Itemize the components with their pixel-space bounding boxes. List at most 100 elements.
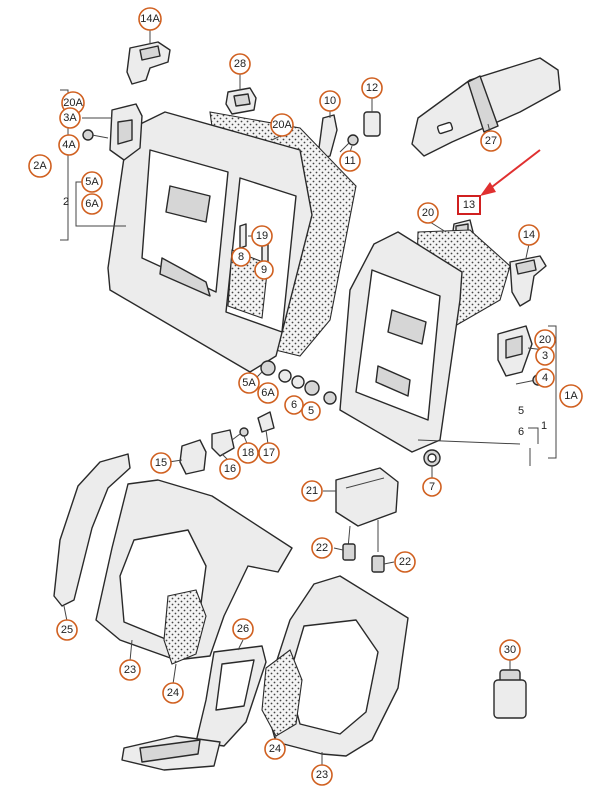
callout-label: 30 (504, 644, 516, 656)
callout-19: 19 (251, 225, 273, 247)
callout-label: 3A (63, 112, 77, 124)
callout-18: 18 (237, 442, 259, 464)
callout-label: 22 (399, 556, 411, 568)
leader-lines (63, 29, 546, 765)
callout-label: 20 (539, 334, 551, 346)
callout-label: 11 (344, 155, 355, 167)
part-18-screw (231, 427, 249, 441)
part-5-bushing (304, 380, 337, 405)
callout-label: 9 (261, 264, 267, 276)
callout-9: 9 (254, 260, 274, 280)
callout-3: 3 (535, 346, 555, 366)
callout-17: 17 (258, 442, 280, 464)
callout-25: 25 (56, 619, 78, 641)
callout-label: 28 (234, 58, 246, 70)
callout-24-right: 24 (264, 738, 286, 760)
part-21-headrest (335, 467, 399, 527)
callout-10: 10 (319, 90, 341, 112)
part-4A-bolt (82, 129, 109, 141)
callout-label: 12 (366, 82, 378, 94)
part-26-armrest (121, 645, 267, 771)
callout-5A-bottom: 5A (238, 372, 260, 394)
callout-label: 14 (523, 229, 535, 241)
callout-label: 19 (256, 230, 268, 242)
part-23-cover-left (95, 479, 293, 665)
part-28-clip (225, 87, 257, 115)
part-15-cover (179, 439, 207, 475)
callout-label: 27 (485, 135, 497, 147)
callout-label: 17 (263, 447, 275, 459)
callout-30: 30 (499, 639, 521, 661)
part-12-pad (363, 111, 381, 137)
callout-23-right: 23 (311, 764, 333, 786)
callout-label: 4A (62, 139, 76, 151)
callout-22-right: 22 (394, 551, 416, 573)
callout-label: 2A (33, 160, 47, 172)
callout-15: 15 (150, 452, 172, 474)
callout-22-left: 22 (311, 537, 333, 559)
part-5A-bushing (260, 360, 276, 376)
part-25-side-trim (53, 453, 131, 607)
left-backrest-frame (107, 111, 313, 373)
callout-label: 26 (237, 623, 249, 635)
callout-6-mid: 6 (284, 395, 304, 415)
callout-label: 18 (242, 447, 254, 459)
callout-label: 23 (316, 769, 328, 781)
callout-5-mid: 5 (301, 401, 321, 421)
callout-14: 14 (518, 224, 540, 246)
callout-11: 11 (339, 150, 361, 172)
callout-label: 10 (324, 95, 336, 107)
callout-label: 21 (306, 485, 318, 497)
callout-14A: 14A (138, 7, 162, 31)
callout-5A-top: 5A (81, 171, 103, 193)
part-14-bracket (509, 255, 547, 307)
part-3A-latch (109, 103, 143, 161)
group-label-2: 2 (63, 196, 69, 208)
part-17-clip (257, 411, 275, 433)
plain-label-6: 6 (518, 426, 524, 438)
callout-21: 21 (301, 480, 323, 502)
callout-8: 8 (231, 247, 251, 267)
part-23-cover-right (261, 575, 409, 757)
part-16-bracket (211, 429, 235, 457)
part-6A-bushing (278, 369, 292, 383)
callout-label: 23 (124, 664, 136, 676)
part-22-guide-left (342, 525, 356, 561)
callout-label: 20 (422, 207, 434, 219)
callout-label: 22 (316, 542, 328, 554)
part-30-bottle (493, 669, 527, 719)
callout-4A: 4A (58, 134, 80, 156)
callout-3A: 3A (59, 107, 81, 129)
callout-20A-mid: 20A (270, 113, 294, 137)
callout-7: 7 (422, 477, 442, 497)
callout-20: 20 (417, 202, 439, 224)
callout-label: 6A (261, 387, 275, 399)
part-27-ski-bag (411, 57, 561, 157)
callout-16: 16 (219, 458, 241, 480)
callout-4: 4 (535, 368, 555, 388)
part-3-latch (497, 325, 533, 377)
part-14A-bracket (126, 41, 171, 85)
callout-6A-bottom: 6A (257, 382, 279, 404)
callout-24-left: 24 (162, 682, 184, 704)
plain-label-5: 5 (518, 405, 524, 417)
callout-label: 20A (63, 97, 83, 109)
callout-label: 6A (85, 198, 99, 210)
callout-26: 26 (232, 618, 254, 640)
part-6-bushing (291, 375, 305, 389)
callout-label: 20A (272, 119, 292, 131)
callout-label: 15 (155, 457, 167, 469)
callout-27: 27 (480, 130, 502, 152)
highlighted-callout-13: 13 (457, 195, 481, 215)
callout-12: 12 (361, 77, 383, 99)
part-8-rod (239, 223, 247, 249)
callout-1A: 1A (559, 384, 583, 408)
callout-label: 6 (291, 399, 297, 411)
part-22-guide-right (371, 520, 385, 573)
group-brackets (60, 89, 557, 466)
callout-label: 5A (85, 176, 99, 188)
callout-23-left: 23 (119, 659, 141, 681)
callout-label: 1A (564, 390, 578, 402)
highlighted-callout-label: 13 (463, 199, 475, 211)
